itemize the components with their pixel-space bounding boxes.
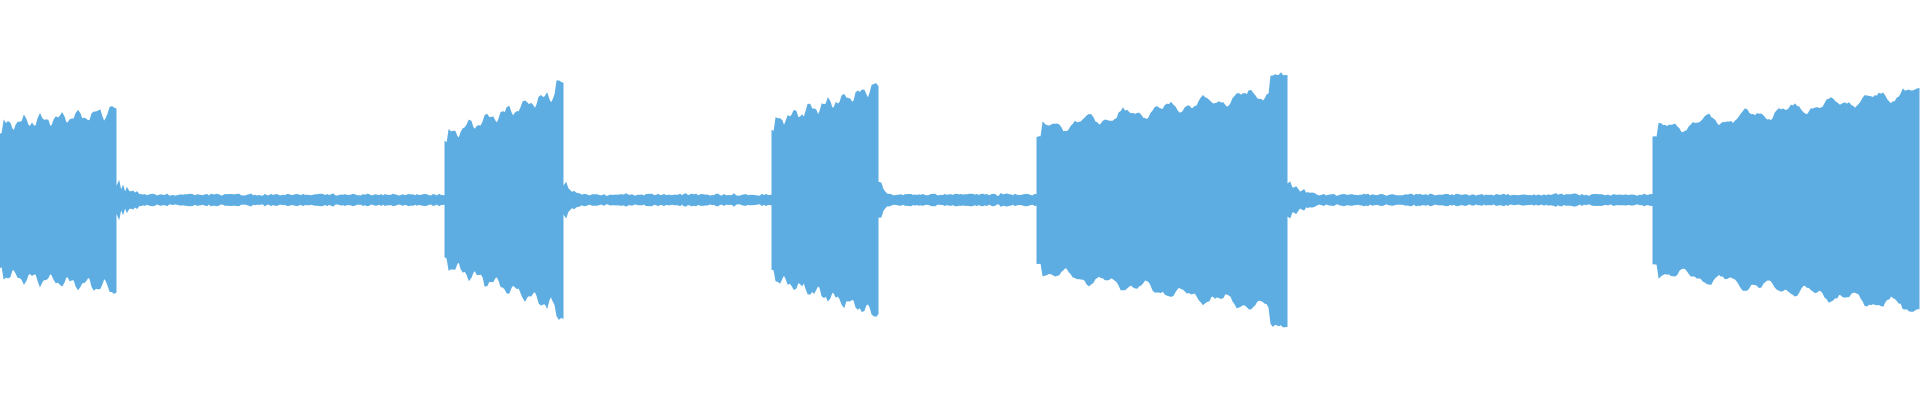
waveform-tone-burst	[1652, 87, 1920, 312]
waveform-silence-noise	[563, 181, 773, 219]
waveform-silence-noise	[878, 181, 1038, 218]
waveform-tone-burst	[444, 80, 564, 320]
waveform-silence-noise	[1287, 181, 1653, 219]
waveform-silence-noise	[116, 179, 446, 221]
waveform-tone-burst	[1036, 72, 1288, 328]
waveform-tone-burst	[0, 106, 117, 294]
waveform-tone-burst	[771, 83, 879, 317]
